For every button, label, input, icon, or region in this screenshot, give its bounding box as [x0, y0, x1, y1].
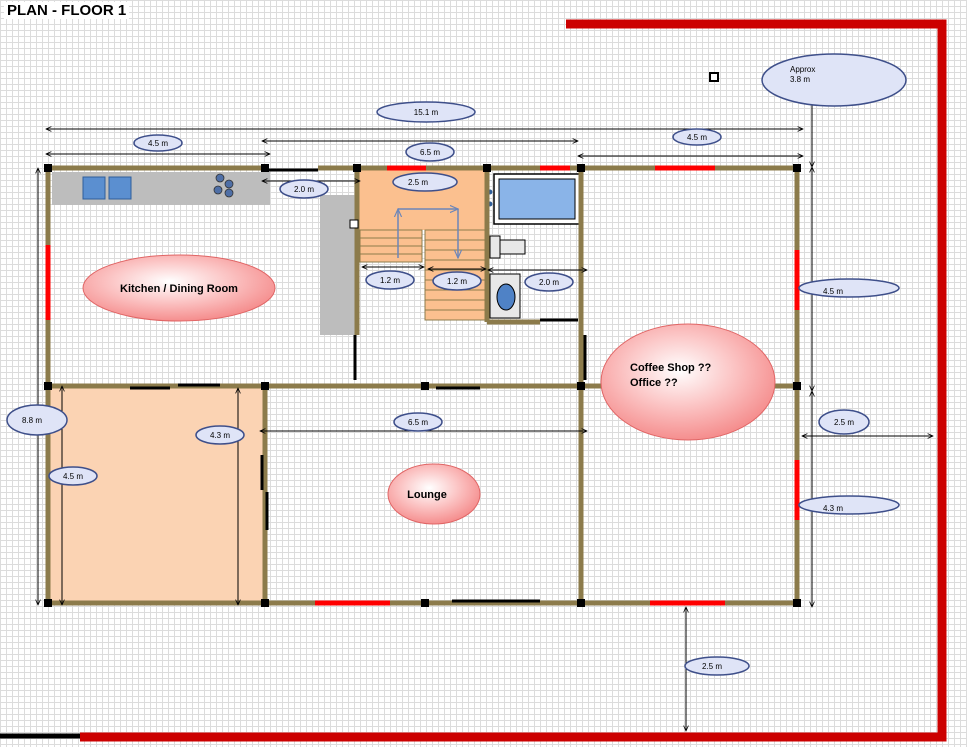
dim-label-right-upper: 4.5 m	[798, 278, 900, 298]
sink-icon	[82, 176, 132, 200]
dim-label-left-room-height: 4.3 m	[195, 425, 245, 445]
svg-text:4.5 m: 4.5 m	[823, 287, 843, 296]
dim-label-top-middle: 6.5 m	[405, 142, 455, 162]
dim-label-total-width: 15.1 m	[376, 101, 476, 123]
dim-label-approx: Approx 3.8 m	[761, 53, 907, 107]
dim-label-corridor: 2.0 m	[279, 179, 329, 199]
room-label-lounge: Lounge	[387, 463, 481, 525]
toilet-icon	[489, 235, 526, 259]
plan-title: PLAN - FLOOR 1	[4, 2, 130, 19]
dim-label-left-room-width: 4.5 m	[48, 466, 98, 486]
coffee-label-line1: Coffee Shop ??	[630, 362, 712, 374]
windows	[45, 165, 800, 606]
svg-text:15.1 m: 15.1 m	[414, 108, 439, 117]
svg-text:1.2 m: 1.2 m	[447, 277, 467, 286]
door-openings	[130, 168, 587, 603]
kitchen-label: Kitchen / Dining Room	[120, 283, 238, 295]
dim-label-bottom-gap: 2.5 m	[684, 656, 750, 676]
dim-label-right-lower: 4.3 m	[798, 495, 900, 515]
dimension-labels: Approx 3.8 m 15.1 m 4.5 m 4.5 m 6.5 m 2.…	[6, 53, 907, 676]
approx-line2: 3.8 m	[790, 75, 810, 84]
stair-direction-arrows	[398, 209, 458, 258]
dim-label-lounge-width: 6.5 m	[393, 412, 443, 432]
dim-label-stair-a: 1.2 m	[365, 270, 415, 290]
svg-text:4.5 m: 4.5 m	[148, 139, 168, 148]
approx-line1: Approx	[790, 65, 815, 74]
dim-label-side-gap: 2.5 m	[818, 409, 870, 435]
stove-icon	[213, 173, 234, 198]
svg-text:1.2 m: 1.2 m	[380, 276, 400, 285]
dim-label-stair-b: 1.2 m	[432, 271, 482, 291]
small-marker-icon	[709, 72, 719, 82]
svg-text:4.3 m: 4.3 m	[210, 431, 230, 440]
svg-text:6.5 m: 6.5 m	[408, 418, 428, 427]
svg-text:2.0 m: 2.0 m	[294, 185, 314, 194]
dim-label-top-left: 4.5 m	[133, 134, 183, 152]
dim-label-top-right: 4.5 m	[672, 128, 722, 146]
svg-text:4.5 m: 4.5 m	[687, 133, 707, 142]
dim-label-total-height: 8.8 m	[6, 404, 68, 436]
svg-text:2.5 m: 2.5 m	[834, 418, 854, 427]
svg-text:2.5 m: 2.5 m	[702, 662, 722, 671]
svg-text:2.0 m: 2.0 m	[539, 278, 559, 287]
dim-label-bath: 2.0 m	[524, 272, 574, 292]
room-label-coffee: Coffee Shop ?? Office ??	[600, 323, 776, 441]
svg-text:8.8 m: 8.8 m	[22, 416, 42, 425]
washbasin-icon	[489, 273, 521, 319]
coffee-label-line2: Office ??	[630, 377, 678, 389]
pillars	[44, 164, 801, 607]
corridor-counter	[320, 195, 358, 335]
left-room-fill	[46, 385, 266, 605]
room-label-kitchen: Kitchen / Dining Room	[82, 254, 276, 322]
bathtub-icon	[487, 173, 581, 225]
svg-text:6.5 m: 6.5 m	[420, 148, 440, 157]
site-boundary	[0, 19, 947, 742]
svg-text:4.5 m: 4.5 m	[63, 472, 83, 481]
lounge-label: Lounge	[407, 489, 447, 501]
dim-label-stair-width: 2.5 m	[392, 172, 458, 192]
svg-text:4.3 m: 4.3 m	[823, 504, 843, 513]
svg-text:2.5 m: 2.5 m	[408, 178, 428, 187]
